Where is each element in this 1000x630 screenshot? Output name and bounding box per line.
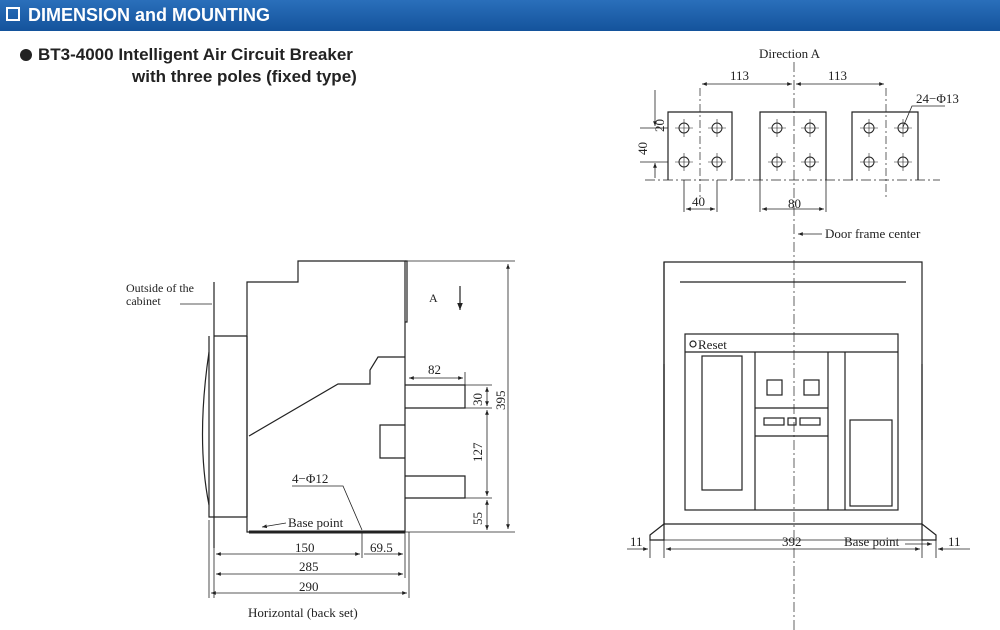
- dim-285-label: 285: [299, 559, 319, 574]
- holes-4-phi12-label: 4−Φ12: [292, 471, 328, 486]
- reset-label: Reset: [698, 337, 727, 352]
- outside-cabinet-label-1: Outside of the: [126, 281, 194, 295]
- dim-395-label: 395: [493, 391, 508, 411]
- side-view: [180, 260, 515, 598]
- front-base-point-label: Base point: [844, 534, 900, 549]
- dim-40-horizontal-label: 40: [692, 194, 705, 209]
- dim-11-left-label: 11: [630, 534, 643, 549]
- dim-40-vertical-label: 40: [635, 142, 650, 155]
- direction-a-marker: A: [429, 291, 438, 305]
- dim-127-label: 127: [470, 442, 485, 462]
- outside-cabinet-label-2: cabinet: [126, 294, 161, 308]
- front-view: [627, 261, 970, 558]
- product-title-line2: with three poles (fixed type): [132, 67, 357, 86]
- dim-69-5-label: 69.5: [370, 540, 393, 555]
- checkbox-square-icon: [6, 7, 20, 21]
- bolt-holes: [675, 119, 912, 171]
- dim-55-label: 55: [470, 512, 485, 525]
- dim-82-label: 82: [428, 362, 441, 377]
- dim-80-label: 80: [788, 196, 801, 211]
- dim-150-label: 150: [295, 540, 315, 555]
- direction-a-title: Direction A: [759, 46, 821, 61]
- dim-392-label: 392: [782, 534, 802, 549]
- dim-11-right-label: 11: [948, 534, 961, 549]
- holes-24-phi13-label: 24−Φ13: [916, 91, 959, 106]
- dim-113-left-label: 113: [730, 68, 749, 83]
- front-view-labels: Door frame center Reset 11 392 Base poin…: [630, 226, 961, 549]
- base-point-label: Base point: [288, 515, 344, 530]
- dim-20-label: 20: [652, 119, 667, 132]
- dim-30-label: 30: [470, 393, 485, 406]
- product-title: BT3-4000 Intelligent Air Circuit Breaker…: [20, 44, 357, 88]
- door-frame-center-label: Door frame center: [825, 226, 921, 241]
- dim-113-right-label: 113: [828, 68, 847, 83]
- section-title: DIMENSION and MOUNTING: [28, 5, 270, 25]
- side-view-caption: Horizontal (back set): [248, 605, 358, 620]
- section-header: DIMENSION and MOUNTING: [0, 0, 1000, 31]
- dim-290-label: 290: [299, 579, 319, 594]
- bullet-icon: [20, 49, 32, 61]
- direction-a-view: [640, 62, 945, 630]
- product-title-line1: BT3-4000 Intelligent Air Circuit Breaker: [38, 45, 353, 64]
- side-view-labels: Outside of the cabinet A 82 30 395 127 5…: [126, 281, 508, 620]
- direction-a-labels: Direction A 113 113 24−Φ13 40 20 40 80: [635, 46, 959, 211]
